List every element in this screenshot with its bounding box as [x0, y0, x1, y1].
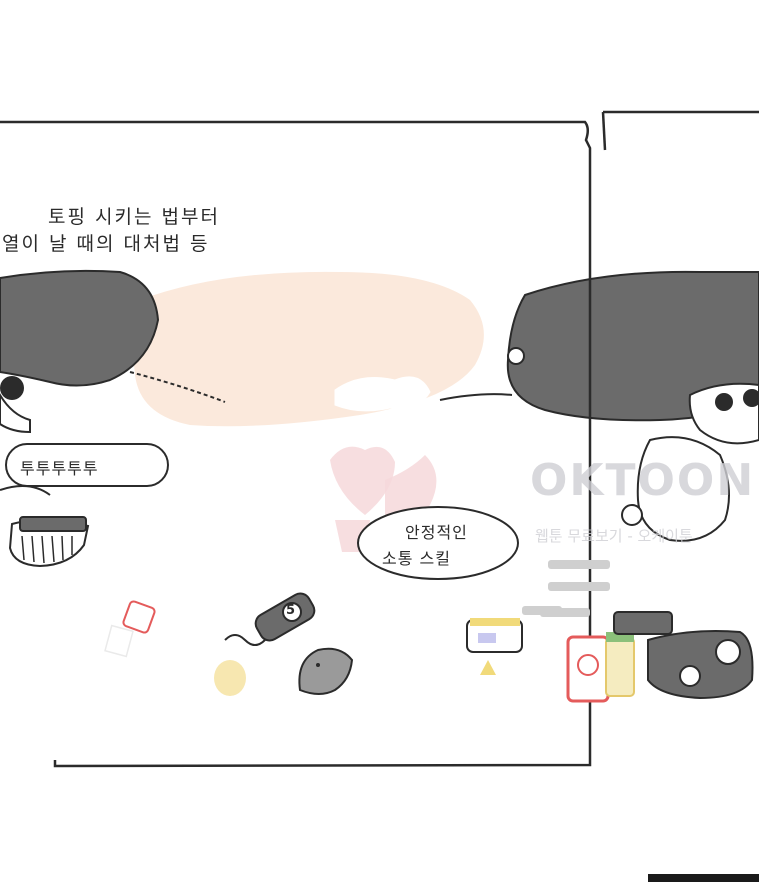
right-character-hair — [506, 270, 759, 422]
trolley-lid — [613, 611, 673, 635]
speech-right-line-2: 소통 스킬 — [382, 549, 451, 568]
left-character-shoulder — [0, 485, 51, 496]
yellow-blob — [214, 660, 246, 696]
toy-box-lid — [470, 618, 520, 626]
toy-box-window — [478, 633, 496, 643]
cord-squiggle — [224, 634, 266, 646]
yellow-triangle — [480, 660, 496, 675]
keyboard-keys — [21, 535, 73, 564]
speech-right-line-1: 안정적인 — [405, 523, 468, 542]
caption-line-1: 토핑 시키는 법부터 — [48, 206, 220, 228]
dotted-cord — [129, 371, 226, 403]
green-bag-top — [606, 632, 634, 642]
ladder-steps — [522, 560, 610, 617]
trolley-face — [679, 665, 701, 687]
gray-ghost-creature — [298, 647, 354, 695]
pink-heart-shape — [330, 446, 395, 515]
right-character-body — [636, 436, 730, 542]
right-character-eye — [715, 393, 733, 411]
right-character-hand — [621, 504, 643, 526]
keyboard-top — [19, 516, 87, 532]
panel-border-right-side — [601, 111, 607, 151]
left-character-eye — [0, 376, 24, 400]
ghost-eye — [316, 663, 320, 667]
caption-line-2: 열이 날 때의 대처법 등 — [2, 233, 210, 255]
trolley-wheel — [715, 639, 741, 665]
right-character-face — [688, 382, 759, 445]
panel-border — [0, 120, 592, 768]
speech-bubble-right — [357, 506, 519, 580]
can-logo — [577, 654, 599, 676]
watermark-logo: OKTOON — [530, 455, 756, 506]
right-character-eye-2 — [743, 389, 759, 407]
speech-left-text: 투투투투투 — [20, 459, 99, 478]
small-red-tag — [122, 600, 156, 634]
green-bag — [605, 637, 635, 697]
tilted-white-card — [104, 624, 134, 658]
left-character-hair — [0, 269, 160, 387]
bottom-bar — [648, 874, 759, 882]
dark-trolley — [647, 630, 754, 700]
cord-right — [439, 393, 513, 401]
peach-background-blob — [133, 271, 484, 427]
small-circle-icon — [507, 347, 525, 365]
speech-bubble-left — [5, 443, 169, 487]
watermark-subtitle: 웹툰 무료보기 - 오케이툰 — [535, 527, 693, 545]
cloud-shape — [334, 376, 431, 412]
left-character-face — [0, 393, 31, 434]
toy-phone-button[interactable] — [282, 602, 302, 622]
pink-thumb-shape — [385, 455, 437, 523]
toy-phone-button-label: 5 — [286, 603, 296, 618]
